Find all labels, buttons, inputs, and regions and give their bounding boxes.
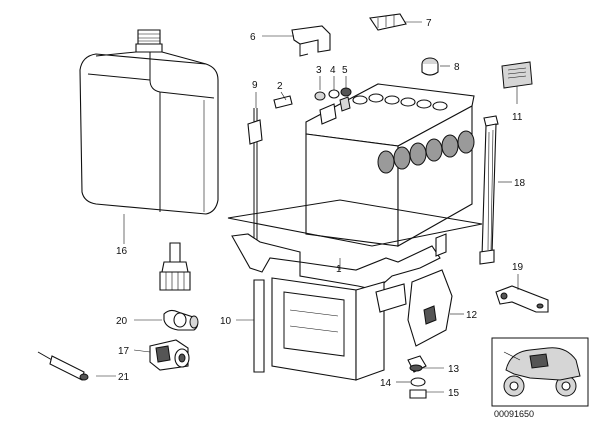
acid-canister[interactable]: [79, 29, 219, 215]
callout-label: 8: [454, 62, 460, 73]
callout-labels: 1 2 3 4 5 6 7 8 9 10 11 12 13 14 15 16 1…: [116, 18, 526, 399]
callout-label: 1: [336, 264, 342, 275]
callout-label: 10: [220, 316, 232, 327]
terminal-cover[interactable]: [291, 25, 331, 57]
callout-label: 7: [426, 18, 432, 29]
callout-label: 9: [252, 80, 258, 91]
callout-label: 5: [342, 65, 348, 76]
callout-label: 18: [514, 178, 526, 189]
callout-label: 20: [116, 316, 128, 327]
rubber-mount[interactable]: [407, 355, 427, 399]
callout-label: 12: [466, 310, 478, 321]
callout-label: 4: [330, 65, 336, 76]
battery-tray[interactable]: [227, 199, 483, 381]
terminal-bolt-set[interactable]: [273, 87, 352, 109]
callout-label: 6: [250, 32, 256, 43]
vent-clamp[interactable]: [163, 309, 199, 331]
callout-label: 14: [380, 378, 392, 389]
callout-label: 13: [448, 364, 460, 375]
battery[interactable]: [305, 83, 475, 247]
leader-lines: [96, 21, 519, 393]
motorcycle-thumbnail: 00091650: [491, 337, 589, 419]
battery-hydrometer[interactable]: [37, 351, 89, 381]
image-number: 00091650: [494, 409, 534, 419]
battery-vent-caps: [352, 93, 448, 111]
warning-label[interactable]: [501, 61, 533, 89]
callout-label: 3: [316, 65, 322, 76]
connector-plug[interactable]: [149, 339, 190, 371]
callout-label: 16: [116, 246, 128, 257]
hold-down-rod[interactable]: [247, 108, 265, 373]
callout-label: 21: [118, 372, 130, 383]
callout-label: 17: [118, 346, 130, 357]
vent-knob[interactable]: [421, 57, 439, 76]
battery-strap[interactable]: [479, 115, 499, 265]
battery-cell-windows: [377, 130, 475, 174]
callout-label: 2: [277, 81, 283, 92]
mounting-bracket[interactable]: [495, 285, 549, 313]
cover-clip[interactable]: [369, 13, 407, 31]
filler-spout[interactable]: [159, 242, 191, 291]
callout-label: 15: [448, 388, 460, 399]
motorcycle-icon: [503, 347, 581, 397]
callout-label: 11: [512, 112, 523, 123]
callout-label: 19: [512, 262, 524, 273]
